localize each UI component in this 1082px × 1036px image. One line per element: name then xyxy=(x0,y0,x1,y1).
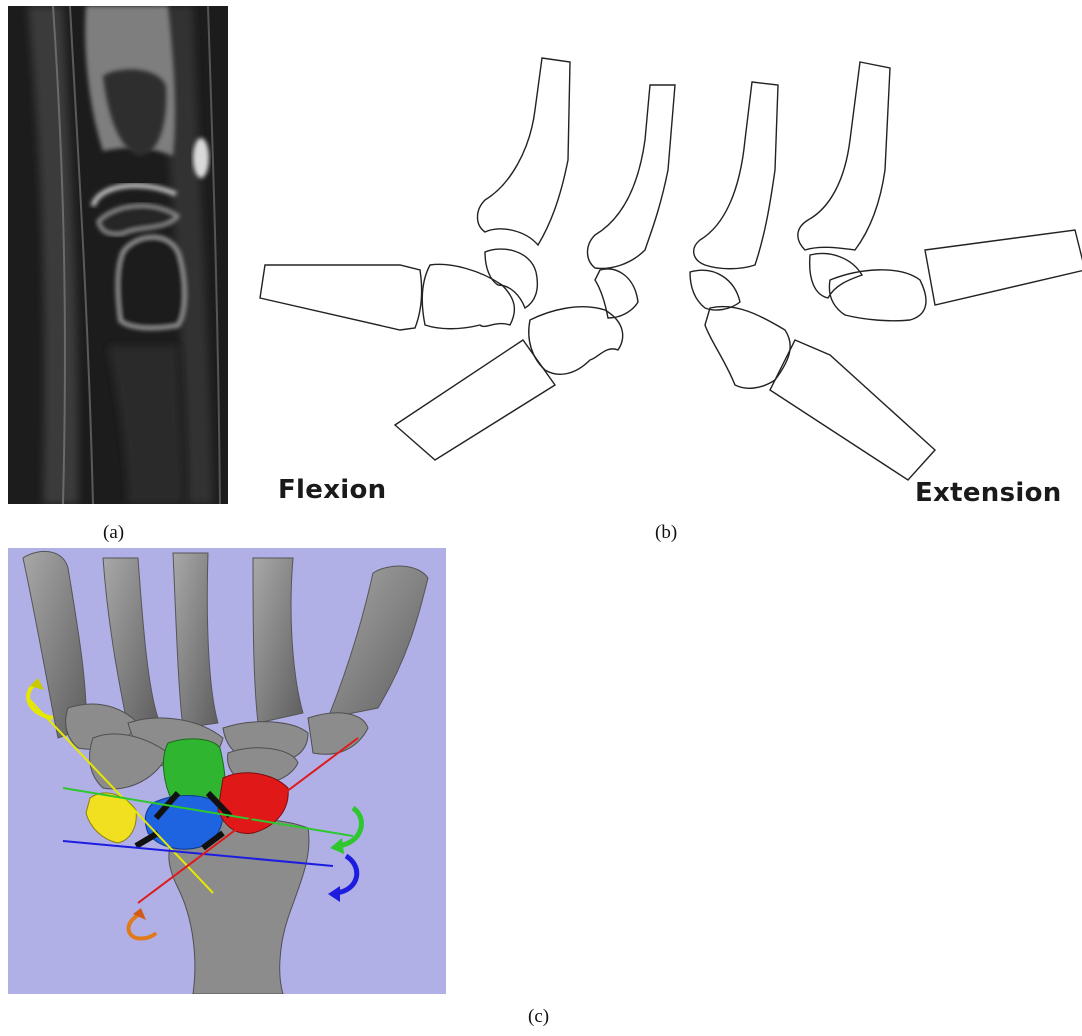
mri-svg xyxy=(8,6,228,504)
pose-4 xyxy=(798,62,1082,321)
caption-a: (a) xyxy=(103,522,124,544)
caption-c: (c) xyxy=(528,1006,549,1028)
bone-outline-svg xyxy=(240,40,1082,510)
caption-b: (b) xyxy=(655,522,677,544)
extension-label: Extension xyxy=(915,478,1062,508)
flexion-label: Flexion xyxy=(278,475,386,505)
carpal-3d-render xyxy=(8,548,446,994)
mri-image xyxy=(8,6,228,504)
carpal-3d-svg xyxy=(8,548,446,994)
pose-1 xyxy=(260,58,570,330)
pose-2 xyxy=(395,85,675,460)
bone-outline-diagram xyxy=(240,40,1082,510)
